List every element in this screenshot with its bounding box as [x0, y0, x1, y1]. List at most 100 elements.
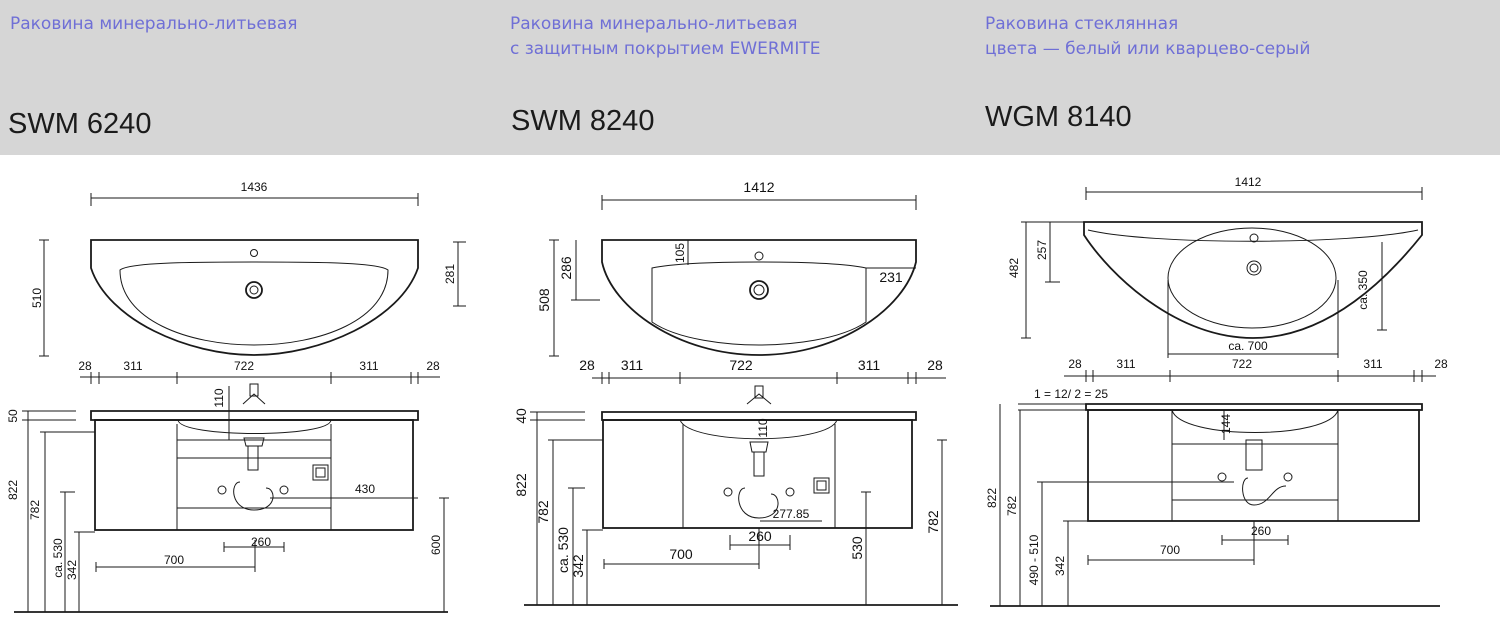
drain-icon: [749, 280, 769, 300]
dim-seg-left: 311: [123, 359, 142, 373]
tap-hole-icon: [754, 251, 764, 261]
dim-side-right: 28: [426, 359, 440, 373]
basin-outline: [90, 239, 419, 356]
dim-floor-gap: 342: [570, 554, 586, 578]
dim-drain-span: 260: [251, 535, 271, 549]
dim-seg-mid: 722: [234, 359, 254, 373]
drawing-swm8240: 1412 508 286 105 231 28: [513, 179, 958, 606]
dim-height-total: 822: [6, 480, 20, 500]
dim-depth: 482: [1007, 258, 1021, 278]
dim-height-total: 822: [985, 488, 999, 508]
dim-bowl-width: ca. 700: [1228, 339, 1268, 353]
technical-drawings: 1436 510 281 28 311 722: [6, 175, 1448, 613]
top-view: 1412 508 286 105 231: [536, 179, 917, 357]
bowl-outline: [119, 261, 389, 346]
front-view: 110 40 822 782 ca. 530 342 700 260 277.8: [513, 385, 958, 606]
dim-height-cab: 782: [1005, 496, 1019, 516]
dim-side-left: 28: [78, 359, 92, 373]
dim-height-cab: 782: [535, 500, 551, 524]
dim-pipe-offset: 700: [669, 546, 693, 562]
bowl-outline: [651, 261, 867, 346]
cabinet: [1087, 409, 1420, 522]
header-band: Раковина минерально-литьевая SWM 6240 Ра…: [0, 0, 1500, 155]
countertop: [601, 411, 917, 421]
faucet-icon: [249, 383, 259, 397]
faucet-icon: [754, 385, 764, 399]
dim-pipe-span: 277.85: [773, 507, 810, 521]
dim-drain-span: 260: [1251, 524, 1271, 538]
dim-side-right: 28: [927, 357, 943, 373]
dim-height-total: 822: [513, 473, 529, 497]
drawing-wgm8140: 1412 482 257 ca. 350 ca. 700: [985, 175, 1448, 607]
dim-drain-span: 260: [748, 528, 772, 544]
countertop: [1085, 403, 1423, 411]
dim-seg-left: 311: [1116, 357, 1135, 371]
dim-height-cab: 782: [28, 500, 42, 520]
dim-width: 1412: [1235, 175, 1262, 189]
bowl-outline: [1167, 227, 1337, 329]
dim-seg-mid: 722: [1232, 357, 1252, 371]
glass-thickness-note: 1 = 12/ 2 = 25: [1034, 387, 1108, 401]
dim-depth: 510: [30, 288, 44, 308]
product-model: WGM 8140: [985, 101, 1132, 133]
basin-outline: [1083, 221, 1423, 339]
dim-seg-left: 311: [621, 357, 644, 373]
dim-bowl-depth: ca. 350: [1356, 270, 1370, 310]
dim-side-right: 28: [1434, 357, 1448, 371]
segment-dims: 28 311 722 311 28: [78, 359, 440, 384]
dim-top-thickness: 50: [6, 409, 20, 423]
dim-tap-offset: 105: [673, 243, 687, 263]
dim-wall-height: 782: [925, 510, 941, 534]
basin-outline: [601, 239, 917, 356]
dim-siphon-range: 490 - 510: [1027, 534, 1041, 585]
product-header-wgm8140: Раковина стеклянная цвета — белый или кв…: [980, 0, 1500, 155]
dim-width: 1412: [743, 179, 774, 195]
segment-dims: 28 311 722 311 28: [1064, 357, 1448, 382]
product-header-swm6240: Раковина минерально-литьевая SWM 6240: [0, 0, 500, 155]
product-model: SWM 6240: [8, 108, 152, 140]
socket-icon: [813, 477, 830, 494]
dim-depth: 508: [536, 288, 552, 312]
dim-seg-right: 311: [1363, 357, 1382, 371]
front-view: 1 = 12/ 2 = 25 144 822 782 490 - 510: [985, 387, 1440, 607]
product-subtitle: Раковина минерально-литьевая: [10, 14, 298, 34]
tap-hole-icon: [250, 249, 258, 257]
front-view: 110 50 822 782 ca. 530 342 700 260 430: [6, 383, 449, 613]
drawing-swm6240: 1436 510 281 28 311 722: [6, 180, 466, 613]
product-header-swm8240: Раковина минерально-литьевая с защитным …: [500, 0, 980, 155]
dim-width: 1436: [241, 180, 268, 194]
drain-icon: [245, 281, 263, 299]
dim-side-left: 28: [579, 357, 595, 373]
dim-wall-drain: 530: [849, 536, 865, 560]
dim-floor-gap: 342: [65, 560, 79, 580]
cabinet: [94, 419, 414, 531]
dim-floor-gap: 342: [1053, 556, 1067, 576]
product-subtitle: Раковина стеклянная цвета — белый или кв…: [985, 14, 1311, 59]
dim-pipe-offset: 700: [1160, 543, 1180, 557]
top-view: 1436 510 281: [30, 180, 466, 357]
countertop: [90, 410, 419, 421]
dim-seg-mid: 722: [729, 357, 753, 373]
dim-basin-depth: 257: [1035, 240, 1049, 260]
dim-tap-height: 110: [212, 388, 226, 407]
dim-basin-depth: 281: [443, 264, 457, 284]
dim-bowl-height: 144: [1219, 414, 1233, 434]
dim-side-left: 28: [1068, 357, 1082, 371]
dim-siphon-height: ca. 530: [555, 527, 571, 573]
product-subtitle: Раковина минерально-литьевая с защитным …: [510, 14, 821, 59]
cabinet: [602, 419, 913, 529]
drain-icon: [1246, 260, 1262, 276]
socket-icon: [312, 464, 329, 481]
dim-pipe-offset: 700: [164, 553, 184, 567]
dim-top-thickness: 40: [513, 408, 529, 424]
product-model: SWM 8240: [511, 105, 655, 137]
dim-bowl-depth: 231: [879, 269, 903, 285]
dim-seg-right: 311: [858, 357, 881, 373]
segment-dims: 28 311 722 311 28: [579, 357, 946, 384]
dim-seg-right: 311: [359, 359, 378, 373]
dim-basin-depth: 286: [558, 256, 574, 280]
top-view: 1412 482 257 ca. 350 ca. 700: [1007, 175, 1423, 358]
dim-siphon-height: ca. 530: [51, 538, 65, 578]
dim-wall-height: 600: [429, 535, 443, 555]
dim-wall-drain: 430: [355, 482, 375, 496]
